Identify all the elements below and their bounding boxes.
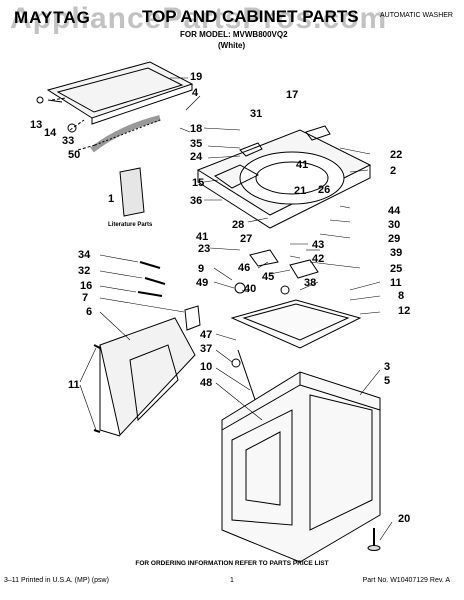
callout-35: 35 xyxy=(190,138,202,150)
callout-11: 11 xyxy=(390,277,402,289)
callout-25: 25 xyxy=(390,263,402,275)
callout-28: 28 xyxy=(232,219,244,231)
page-title: TOP AND CABINET PARTS xyxy=(142,7,359,26)
callout-17: 17 xyxy=(286,89,298,101)
page-number: 1 xyxy=(230,577,234,584)
watermark: AppliancePartsPros.com xyxy=(10,2,388,35)
callout-48: 48 xyxy=(200,377,212,389)
callout-27: 27 xyxy=(240,233,252,245)
callout-34: 34 xyxy=(78,249,91,261)
callout-33: 33 xyxy=(62,135,74,147)
callout-43: 43 xyxy=(312,239,324,251)
color-line: (White) xyxy=(218,41,246,50)
callout-2: 2 xyxy=(390,165,396,177)
callout-4: 4 xyxy=(192,87,199,99)
leveling-leg-part xyxy=(367,528,381,551)
model-line: FOR MODEL: MVWB800VQ2 xyxy=(180,30,288,39)
callout-6: 6 xyxy=(86,306,92,318)
callout-11: 11 xyxy=(68,379,80,391)
callout-22: 22 xyxy=(390,149,402,161)
callout-24: 24 xyxy=(190,151,203,163)
callout-41: 41 xyxy=(296,159,308,171)
screw-part xyxy=(36,96,44,104)
callout-44: 44 xyxy=(388,205,401,217)
callout-1: 1 xyxy=(108,193,114,205)
callout-46: 46 xyxy=(238,262,250,274)
hinge-part xyxy=(289,259,319,279)
callout-30: 30 xyxy=(388,219,400,231)
print-info: 3–11 Printed in U.S.A. (MP) (psw) xyxy=(4,577,109,584)
callout-47: 47 xyxy=(200,329,212,341)
callout-38: 38 xyxy=(304,277,316,289)
top-panel-part xyxy=(196,125,372,229)
grommet-part xyxy=(234,282,246,294)
callout-16: 16 xyxy=(80,280,92,292)
callout-26: 26 xyxy=(318,184,330,196)
cabinet-body-part xyxy=(221,371,381,563)
callout-39: 39 xyxy=(390,247,402,259)
callout-20: 20 xyxy=(398,513,410,525)
ordering-note: FOR ORDERING INFORMATION REFER TO PARTS … xyxy=(135,560,329,567)
callout-19: 19 xyxy=(190,71,202,83)
callout-31: 31 xyxy=(250,108,262,120)
callout-40: 40 xyxy=(244,283,256,295)
leader-lines xyxy=(79,77,393,541)
callout-41: 41 xyxy=(196,231,208,243)
callout-8: 8 xyxy=(398,290,404,302)
callout-29: 29 xyxy=(388,233,400,245)
literature-booklet xyxy=(119,167,145,217)
callout-14: 14 xyxy=(44,127,57,139)
callout-45: 45 xyxy=(262,271,274,283)
cabinet-top-frame xyxy=(230,299,362,349)
callout-21: 21 xyxy=(294,185,306,197)
literature-parts-label: Literature Parts xyxy=(108,222,153,228)
callout-37: 37 xyxy=(200,343,212,355)
callout-42: 42 xyxy=(312,253,324,265)
page-subtitle: AUTOMATIC WASHER xyxy=(380,12,453,19)
callout-5: 5 xyxy=(384,375,390,387)
callout-7: 7 xyxy=(82,292,88,304)
part-number: Part No. W10407129 Rev. A xyxy=(362,577,450,584)
callout-9: 9 xyxy=(198,263,204,275)
callout-49: 49 xyxy=(196,277,208,289)
brand-logo: MAYTAG xyxy=(14,8,91,27)
callout-12: 12 xyxy=(398,305,410,317)
callout-10: 10 xyxy=(200,361,212,373)
callout-32: 32 xyxy=(78,265,90,277)
callout-3: 3 xyxy=(384,361,390,373)
callout-23: 23 xyxy=(198,243,210,255)
callout-13: 13 xyxy=(30,119,42,131)
lid-part xyxy=(46,61,194,125)
bracket-part xyxy=(249,249,279,267)
callout-36: 36 xyxy=(190,195,202,207)
hinge-spring-part xyxy=(90,115,161,153)
callout-15: 15 xyxy=(192,177,204,189)
rear-panel-part xyxy=(99,317,196,437)
callout-18: 18 xyxy=(190,123,202,135)
callout-50: 50 xyxy=(68,149,80,161)
fastener-part xyxy=(67,123,77,133)
